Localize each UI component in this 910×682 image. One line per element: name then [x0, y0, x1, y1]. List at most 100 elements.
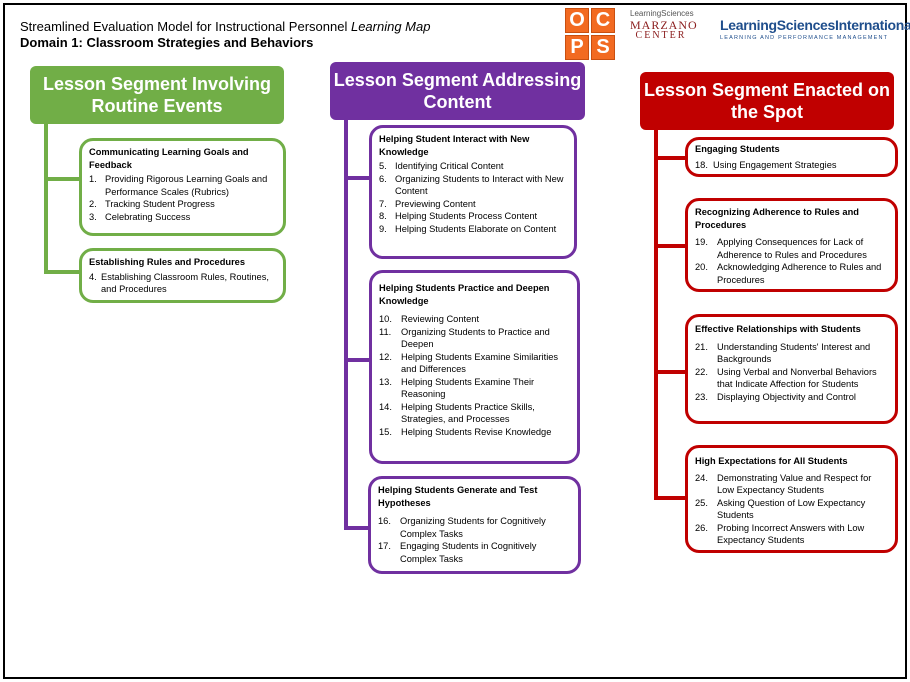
item-text: Acknowledging Adherence to Rules and Pro…: [717, 262, 882, 285]
list-item: 13.Helping Students Examine Their Reason…: [379, 376, 570, 401]
item-text: Helping Students Examine Similarities an…: [401, 351, 559, 375]
list-item: 5.Identifying Critical Content: [379, 160, 567, 173]
item-number: 7.: [379, 198, 387, 209]
box-recognizing-adherence: Recognizing Adherence to Rules and Proce…: [685, 198, 898, 292]
item-text: Understanding Students' Interest and Bac…: [717, 341, 871, 365]
ocps-letter: S: [591, 35, 615, 60]
ocps-logo: O C P S: [565, 8, 615, 60]
item-text: Using Engagement Strategies: [713, 159, 837, 170]
item-number: 20.: [695, 262, 708, 272]
item-text: Probing Incorrect Answers with Low Expec…: [717, 522, 865, 546]
box-title: Engaging Students: [695, 144, 780, 154]
item-number: 14.: [379, 401, 392, 412]
list-item: 12. Helping Students Examine Similarities…: [379, 351, 570, 376]
list-item: 26.Probing Incorrect Answers with Low Ex…: [695, 522, 888, 547]
marzano-top-text: LearningSciences: [630, 9, 694, 18]
item-number: 12.: [379, 351, 392, 362]
list-item: 24. Demonstrating Value and Respect for L…: [695, 472, 888, 497]
ocps-letter: O: [565, 8, 589, 33]
lsi-logo: LearningSciencesInternational LEARNING A…: [720, 17, 910, 41]
item-text: Displaying Objectivity and Control: [717, 391, 856, 402]
list-item: 22.Using Verbal and Nonverbal Behaviors …: [695, 366, 888, 391]
box-title: Establishing Rules and Procedures: [89, 257, 246, 267]
list-item: 14. Helping Students Practice Skills, Str…: [379, 401, 570, 426]
item-number: 11.: [379, 326, 392, 337]
list-item: 8. Helping Students Process Content: [379, 210, 567, 223]
document-title: Streamlined Evaluation Model for Instruc…: [20, 19, 430, 34]
item-text: Organizing Students to Interact with New…: [395, 173, 564, 197]
item-text: Helping Students Examine Their Reasoning: [401, 376, 535, 400]
box-high-expectations: High Expectations for All Students 24. De…: [685, 445, 898, 553]
column-heading-addressing-content: Lesson Segment Addressing Content: [330, 62, 585, 120]
list-item: 9.Helping Students Elaborate on Content: [379, 223, 567, 236]
list-item: 18. Using Engagement Strategies: [695, 159, 888, 172]
list-item: 3. Celebrating Success: [89, 211, 276, 224]
red-connector: [654, 370, 686, 374]
item-number: 24.: [695, 472, 708, 483]
box-title: Communicating Learning Goals and Feedbac…: [89, 147, 249, 170]
item-text: Helping Students Process Content: [395, 211, 538, 221]
item-text: Providing Rigorous Learning Goals and Pe…: [105, 174, 268, 197]
box-interact-new-knowledge: Helping Student Interact with New Knowle…: [369, 125, 577, 259]
purple-connector: [344, 176, 370, 180]
item-number: 5.: [379, 161, 387, 171]
item-number: 17.: [378, 541, 391, 551]
green-spine: [44, 112, 48, 274]
list-item: 1.Providing Rigorous Learning Goals and …: [89, 173, 276, 198]
list-item: 7. Previewing Content: [379, 198, 567, 211]
box-title: Effective Relationships with Students: [695, 324, 861, 334]
list-item: 4. Establishing Classroom Rules, Routines…: [89, 271, 276, 296]
item-number: 2.: [89, 199, 97, 209]
red-connector: [654, 156, 686, 160]
domain-title: Domain 1: Classroom Strategies and Behav…: [20, 35, 314, 50]
red-connector: [654, 244, 686, 248]
ocps-letter: C: [591, 8, 615, 33]
item-text: Celebrating Success: [105, 211, 191, 222]
item-text: Helping Students Practice Skills, Strate…: [401, 401, 535, 425]
title-italic-text: Learning Map: [350, 19, 431, 34]
purple-spine: [344, 112, 348, 530]
item-text: Tracking Student Progress: [105, 199, 215, 209]
marzano-main-text: MARZANO: [630, 18, 698, 32]
item-text: Demonstrating Value and Respect for Low …: [717, 472, 872, 496]
page-frame: [3, 3, 907, 679]
box-practice-deepen: Helping Students Practice and Deepen Kno…: [369, 270, 580, 464]
column-heading-routine-events: Lesson Segment Involving Routine Events: [30, 66, 284, 124]
item-number: 21.: [695, 341, 708, 352]
marzano-sub-text: CENTER: [635, 30, 687, 41]
box-rules-procedures: Establishing Rules and Procedures 4. Esta…: [79, 248, 286, 303]
item-number: 25.: [695, 497, 708, 508]
item-number: 3.: [89, 211, 97, 222]
box-title: Recognizing Adherence to Rules and Proce…: [695, 207, 859, 230]
list-item: 21. Understanding Students' Interest and …: [695, 341, 888, 366]
item-text: Helping Students Revise Knowledge: [401, 426, 552, 437]
item-number: 18.: [695, 159, 708, 170]
box-title: Helping Student Interact with New Knowle…: [379, 134, 530, 157]
box-title: High Expectations for All Students: [695, 456, 848, 466]
box-title: Helping Students Generate and Test Hypot…: [378, 485, 538, 508]
item-number: 4.: [89, 271, 97, 282]
list-item: 19.Applying Consequences for Lack of Adh…: [695, 236, 888, 261]
item-number: 16.: [378, 516, 391, 526]
item-number: 9.: [379, 223, 387, 234]
list-item: 17. Engaging Students in Cognitively Comp…: [378, 540, 571, 565]
item-text: Reviewing Content: [401, 314, 480, 324]
item-number: 23.: [695, 391, 708, 402]
item-text: Previewing Content: [395, 198, 476, 209]
marzano-center-logo: LearningSciences MARZANO CENTER: [630, 9, 698, 48]
list-item: 10.Reviewing Content: [379, 313, 570, 326]
column-heading-enacted-on-spot: Lesson Segment Enacted on the Spot: [640, 72, 894, 130]
list-item: 25.Asking Question of Low Expectancy Stu…: [695, 497, 888, 522]
item-text: Organizing Students for Cognitively Comp…: [400, 516, 546, 539]
purple-connector: [344, 526, 370, 530]
list-item: 20. Acknowledging Adherence to Rules and …: [695, 261, 888, 286]
item-number: 6.: [379, 173, 387, 184]
item-text: Establishing Classroom Rules, Routines, …: [101, 271, 269, 295]
item-text: Engaging Students in Cognitively Complex…: [400, 541, 537, 564]
ocps-letter: P: [565, 35, 589, 60]
box-learning-goals: Communicating Learning Goals and Feedbac…: [79, 138, 286, 236]
box-engaging-students: Engaging Students 18. Using Engagement St…: [685, 137, 898, 177]
item-number: 8.: [379, 211, 387, 221]
lsi-main-text: LearningSciencesInternational: [720, 17, 910, 33]
red-spine: [654, 122, 658, 500]
